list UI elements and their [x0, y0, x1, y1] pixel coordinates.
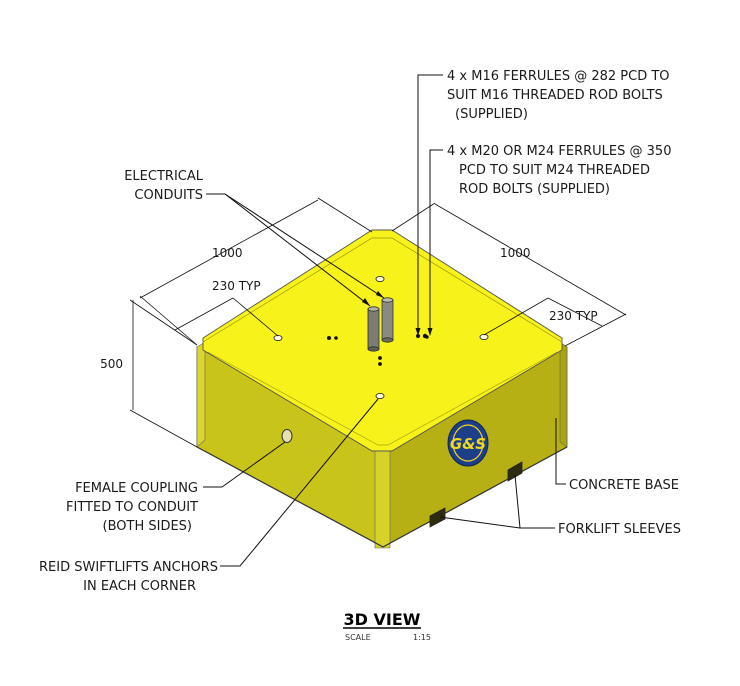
scale-label: SCALE — [345, 633, 371, 642]
forklift-sleeve-left — [429, 507, 446, 528]
callout-m20-line2: PCD TO SUIT M24 THREADED — [459, 163, 650, 178]
dim-width-right: 1000 — [500, 246, 531, 260]
view-title: 3D VIEW — [344, 610, 421, 629]
callout-m16-line2: SUIT M16 THREADED ROD BOLTS — [447, 88, 663, 103]
callout-m16-line3: (SUPPLIED) — [455, 107, 528, 122]
scale-value: 1:15 — [413, 633, 431, 642]
gs-logo-text: G&S — [450, 435, 486, 453]
forklift-sleeve-right — [507, 461, 523, 482]
anchor-hole-left — [273, 334, 283, 342]
block-left-chamfer — [196, 341, 206, 448]
callout-m20-line3: ROD BOLTS (SUPPLIED) — [459, 182, 610, 197]
callout-coupling-line3: (BOTH SIDES) — [103, 519, 192, 534]
callout-coupling-line2: FITTED TO CONDUIT — [66, 500, 198, 515]
dim-height: 500 — [100, 357, 123, 371]
callout-swiftlifts-line2: IN EACH CORNER — [83, 579, 196, 594]
callout-coupling-line1: FEMALE COUPLING — [75, 481, 198, 496]
dim-typ-right: 230 TYP — [549, 309, 598, 323]
anchor-hole-front — [375, 392, 385, 400]
dim-width-left: 1000 — [212, 246, 243, 260]
callout-electrical-line2: CONDUITS — [134, 188, 203, 203]
dimension-lines: 1000 1000 230 TYP 230 TYP 500 — [100, 197, 627, 448]
view-title-block: 3D VIEW SCALE 1:15 — [343, 610, 431, 642]
dim-typ-left: 230 TYP — [212, 279, 261, 293]
anchor-hole-right — [479, 333, 489, 341]
gs-logo: G&S — [447, 419, 489, 467]
female-coupling-hole — [281, 429, 293, 443]
callout-electrical-line1: ELECTRICAL — [124, 169, 204, 184]
ferrules — [327, 333, 429, 366]
callout-m20-line1: 4 x M20 OR M24 FERRULES @ 350 — [447, 144, 671, 159]
callout-concrete-base: CONCRETE BASE — [569, 478, 679, 493]
callout-swiftlifts-line1: REID SWIFTLIFTS ANCHORS — [39, 560, 218, 575]
block-right-chamfer — [559, 341, 568, 448]
callout-texts: 4 x M16 FERRULES @ 282 PCD TO SUIT M16 T… — [39, 69, 681, 594]
callout-forklift-sleeves: FORKLIFT SLEEVES — [558, 522, 681, 537]
block-front-chamfer — [374, 443, 391, 549]
anchor-hole-back — [375, 275, 385, 283]
leader-lines — [203, 74, 566, 567]
concrete-block: G&S — [196, 229, 568, 549]
callout-m16-line1: 4 x M16 FERRULES @ 282 PCD TO — [447, 69, 670, 84]
electrical-conduits — [367, 297, 394, 352]
